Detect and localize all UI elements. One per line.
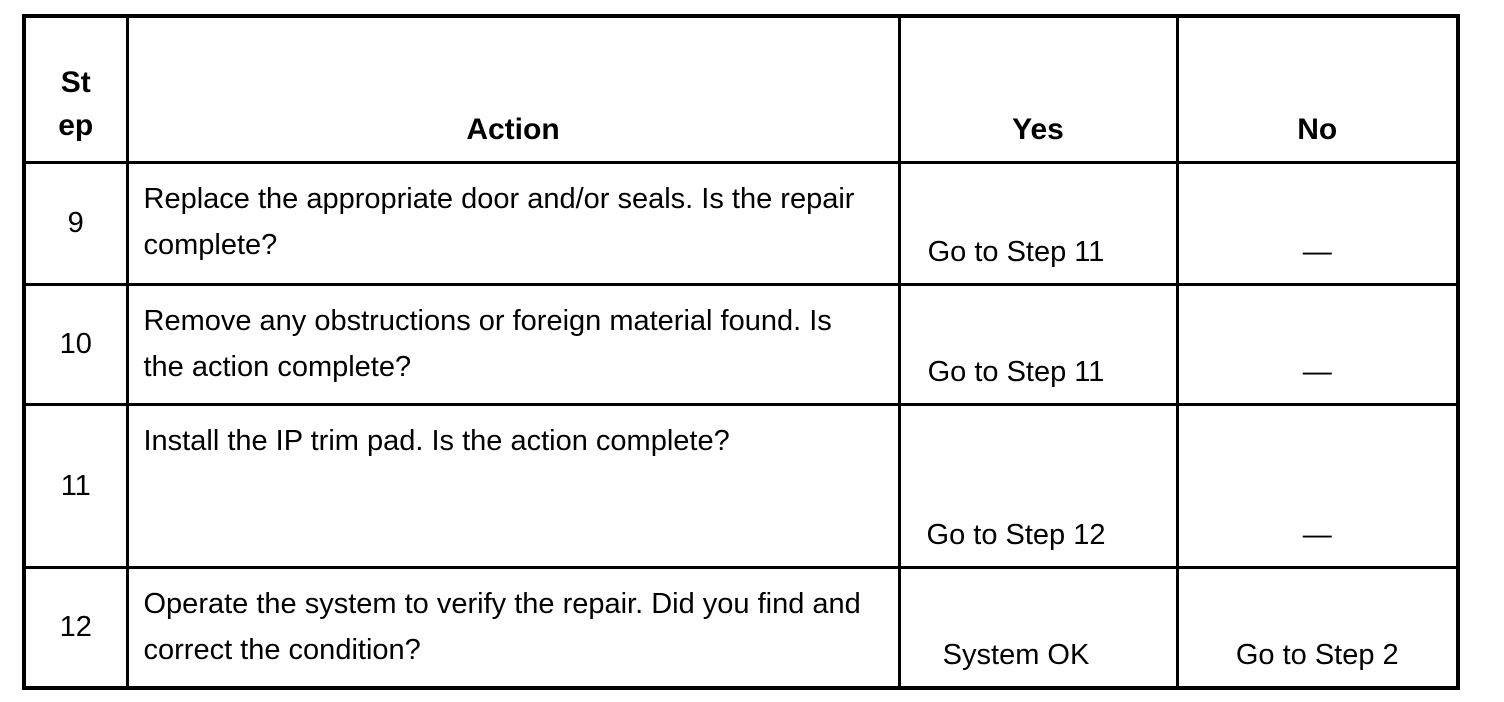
step-number-cell: 12 (22, 565, 129, 690)
column-header-step-line: ep (58, 108, 94, 142)
action-text-line: Install the IP trim pad. Is the action c… (143, 424, 730, 457)
action-text-line: correct the condition? (143, 633, 421, 666)
step-number-cell: 10 (22, 282, 129, 406)
no-result-cell: — (1175, 402, 1460, 569)
step-number-cell: 11 (22, 402, 129, 569)
action-cell: Remove any obstructions or foreign mater… (125, 282, 901, 406)
no-result-cell: — (1175, 282, 1460, 406)
action-cell: Operate the system to verify the repair.… (125, 565, 901, 690)
action-text-line: the action complete? (143, 350, 412, 383)
table-row: 10 Remove any obstructions or foreign ma… (22, 282, 1460, 406)
no-result-cell: — (1175, 160, 1460, 286)
action-cell: Install the IP trim pad. Is the action c… (125, 402, 901, 569)
table-row: 12 Operate the system to verify the repa… (22, 565, 1460, 690)
table-header-row: St ep Action Yes No (22, 14, 1460, 164)
column-header-step-line: St (60, 65, 91, 99)
troubleshooting-steps-table: St ep Action Yes No 9 Replace the approp… (22, 14, 1460, 690)
table-row: 11 Install the IP trim pad. Is the actio… (22, 402, 1460, 569)
column-header-step: St ep (22, 14, 129, 164)
action-text-line: Replace the appropriate door and/or seal… (143, 182, 855, 215)
action-text-line: Operate the system to verify the repair.… (143, 587, 861, 620)
no-result-cell: Go to Step 2 (1175, 565, 1460, 690)
yes-result-cell: System OK (897, 565, 1179, 690)
action-text-line: complete? (143, 228, 278, 261)
action-text-line: Remove any obstructions or foreign mater… (143, 304, 832, 337)
yes-result-cell: Go to Step 11 (897, 282, 1179, 406)
column-header-no: No (1175, 14, 1460, 164)
yes-result-cell: Go to Step 11 (897, 160, 1179, 286)
yes-result-cell: Go to Step 12 (897, 402, 1179, 569)
step-number-cell: 9 (22, 160, 129, 286)
table-row: 9 Replace the appropriate door and/or se… (22, 160, 1460, 286)
action-cell: Replace the appropriate door and/or seal… (125, 160, 901, 286)
column-header-yes: Yes (897, 14, 1179, 164)
column-header-action: Action (125, 14, 901, 164)
